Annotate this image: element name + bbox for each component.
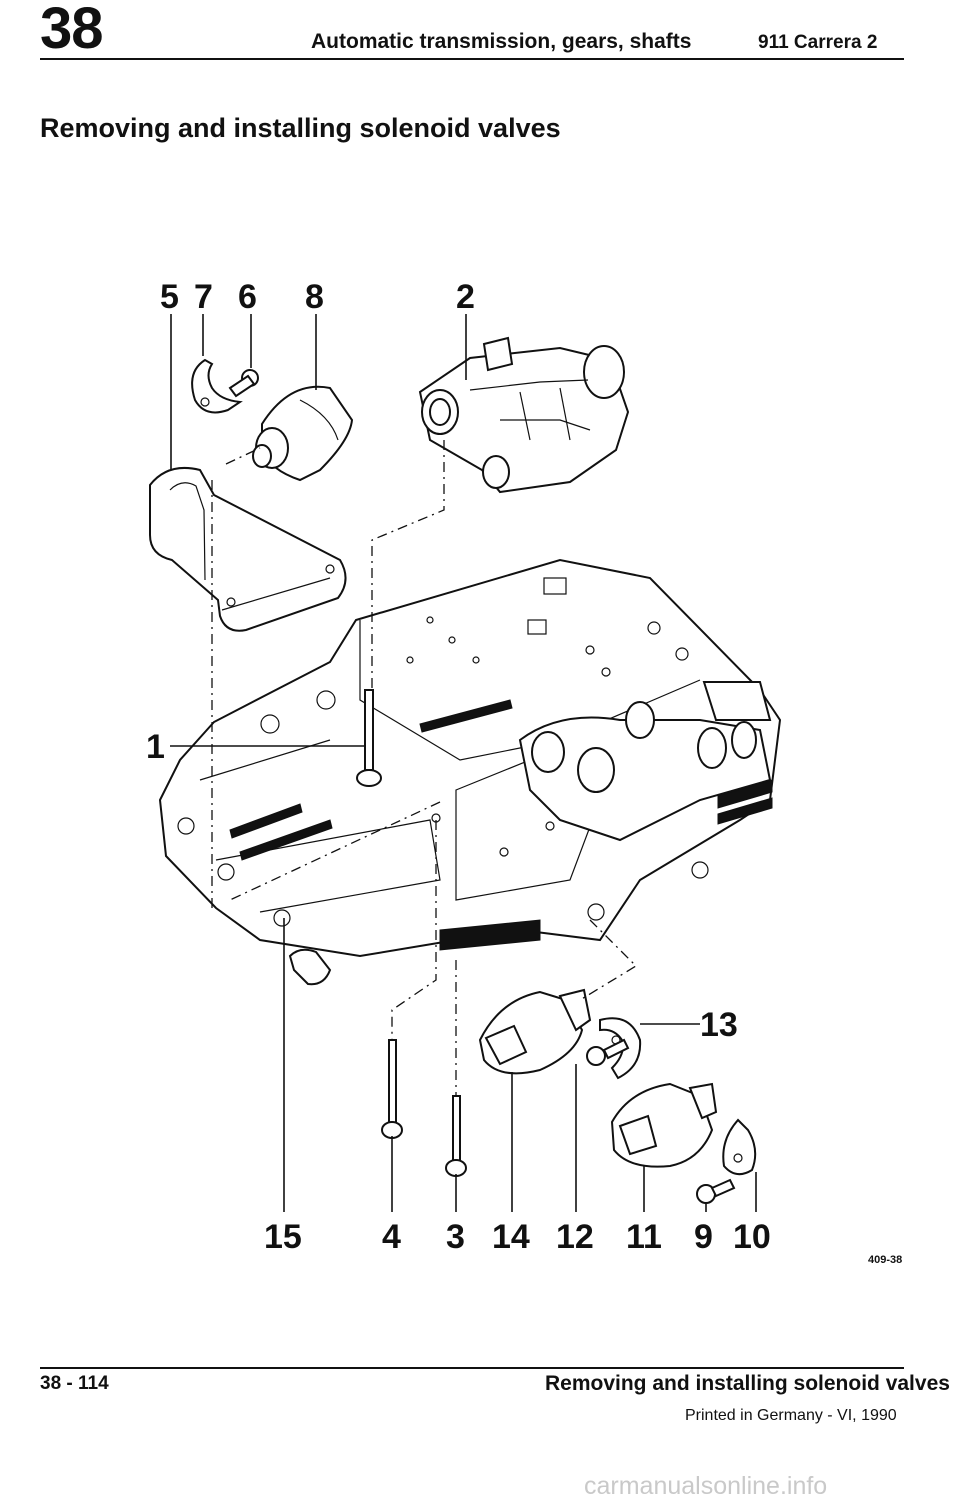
header-rule xyxy=(40,58,904,60)
callout-4: 4 xyxy=(382,1218,401,1256)
screw-3-drawing xyxy=(445,1095,467,1177)
screw-12-drawing xyxy=(586,1038,630,1066)
page-heading: Removing and installing solenoid valves xyxy=(40,113,561,143)
assembly-guide-lines xyxy=(211,440,638,1096)
callout-3: 3 xyxy=(446,1218,465,1256)
solenoid-valve-11-drawing xyxy=(610,1082,718,1168)
leader-lines xyxy=(170,314,757,1212)
callout-8: 8 xyxy=(305,278,324,316)
callout-2: 2 xyxy=(456,278,475,316)
retaining-plate-7-drawing xyxy=(191,358,243,414)
callout-6: 6 xyxy=(238,278,257,316)
callout-10: 10 xyxy=(733,1218,771,1256)
screw-6-drawing xyxy=(228,369,259,398)
callout-12: 12 xyxy=(556,1218,594,1256)
callout-5: 5 xyxy=(160,278,179,316)
callout-1: 1 xyxy=(146,728,165,766)
retaining-plate-10-drawing xyxy=(722,1118,757,1176)
header-title: Automatic transmission, gears, shafts xyxy=(311,30,692,53)
valve-body-drawing xyxy=(158,558,782,986)
solenoid-valve-14-drawing xyxy=(478,988,592,1075)
footer-rule xyxy=(40,1367,904,1369)
callout-9: 9 xyxy=(694,1218,713,1256)
screw-4-drawing xyxy=(381,1039,403,1139)
watermark: carmanualsonline.info xyxy=(584,1472,828,1500)
callout-13: 13 xyxy=(700,1006,738,1044)
figure-reference: 409-38 xyxy=(868,1254,903,1266)
callout-15: 15 xyxy=(264,1218,302,1256)
valve-assembly-2-drawing xyxy=(418,336,630,494)
screw-9-drawing xyxy=(696,1178,736,1204)
footer-page-number: 38 - 114 xyxy=(40,1373,109,1394)
section-number: 38 xyxy=(40,0,104,61)
footer-title: Removing and installing solenoid valves xyxy=(545,1372,950,1395)
header-model: 911 Carrera 2 xyxy=(758,32,878,53)
callout-11: 11 xyxy=(626,1218,662,1256)
screw-1-drawing xyxy=(356,689,382,787)
solenoid-valve-8-drawing xyxy=(252,385,354,482)
footer-print-info: Printed in Germany - VI, 1990 xyxy=(685,1407,897,1424)
callout-7: 7 xyxy=(194,278,213,316)
solenoid-bracket-drawing xyxy=(149,466,347,632)
callout-14: 14 xyxy=(492,1218,530,1256)
